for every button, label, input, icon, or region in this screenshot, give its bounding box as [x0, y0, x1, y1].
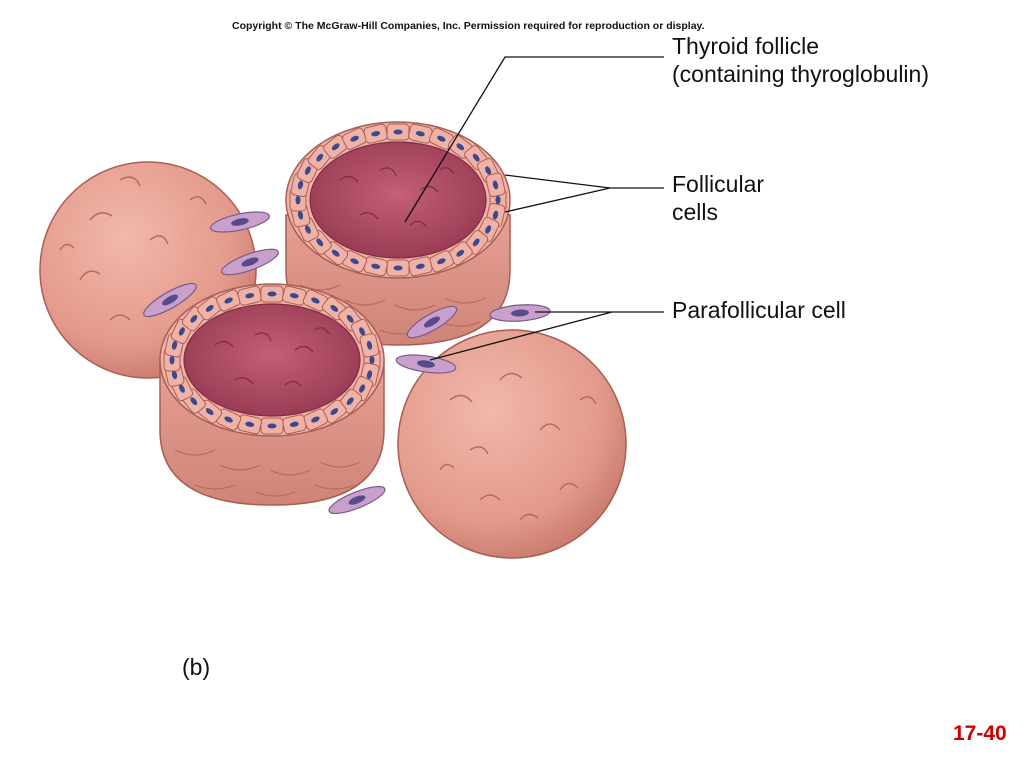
parafollicular-cell: [221, 248, 279, 276]
slide-number: 17-40: [953, 722, 1007, 745]
follicular-cell: [408, 123, 433, 144]
leader-line-follicular: [504, 174, 664, 213]
parafollicular-cell: [395, 354, 457, 374]
parafollicular-cell: [328, 485, 386, 515]
follicular-cell: [237, 285, 262, 306]
panel-letter: (b): [182, 654, 211, 680]
follicular-cell: [216, 408, 242, 431]
follicular-cell: [237, 414, 262, 435]
label-follicular-cells-line2: cells: [672, 199, 719, 225]
follicular-cell: [359, 333, 380, 358]
parafollicular-cell: [210, 211, 270, 233]
follicular-cell: [428, 127, 454, 150]
follicular-cell: [363, 123, 388, 144]
follicular-cell: [408, 256, 433, 277]
follicular-cell: [282, 414, 307, 435]
copyright-notice: Copyright © The McGraw-Hill Companies, I…: [232, 20, 705, 32]
label-parafollicular-cell: Parafollicular cell: [672, 297, 846, 323]
leader-lines: [404, 56, 664, 361]
parafollicular-cell: [406, 305, 458, 339]
label-follicular-cells: Follicular cells: [672, 170, 764, 226]
follicular-cell: [216, 289, 242, 312]
intact-follicle-right: [397, 329, 627, 559]
label-thyroid-follicle-line1: Thyroid follicle: [672, 33, 819, 59]
follicular-cell: [386, 259, 410, 277]
parafollicular-cells: [143, 211, 551, 515]
follicular-cell: [485, 172, 506, 198]
follicular-cell: [342, 127, 368, 150]
label-follicular-cells-line1: Follicular: [672, 171, 765, 197]
follicular-cell: [260, 285, 284, 303]
cut-follicle-lower: [159, 283, 385, 506]
follicular-cell: [386, 123, 410, 141]
follicular-cell-ring-lower: [163, 285, 381, 435]
label-thyroid-follicle: Thyroid follicle (containing thyroglobul…: [672, 32, 929, 88]
follicular-cell: [363, 256, 388, 277]
follicular-cell-ring-upper: [289, 123, 507, 277]
follicular-cell: [260, 417, 284, 435]
parafollicular-cell: [143, 282, 197, 318]
label-thyroid-follicle-line2: (containing thyroglobulin): [672, 61, 929, 87]
parafollicular-cell: [489, 304, 551, 322]
leader-line-follicle: [404, 56, 664, 223]
leader-line-parafollicular: [429, 311, 664, 361]
follicular-cell: [302, 289, 328, 312]
